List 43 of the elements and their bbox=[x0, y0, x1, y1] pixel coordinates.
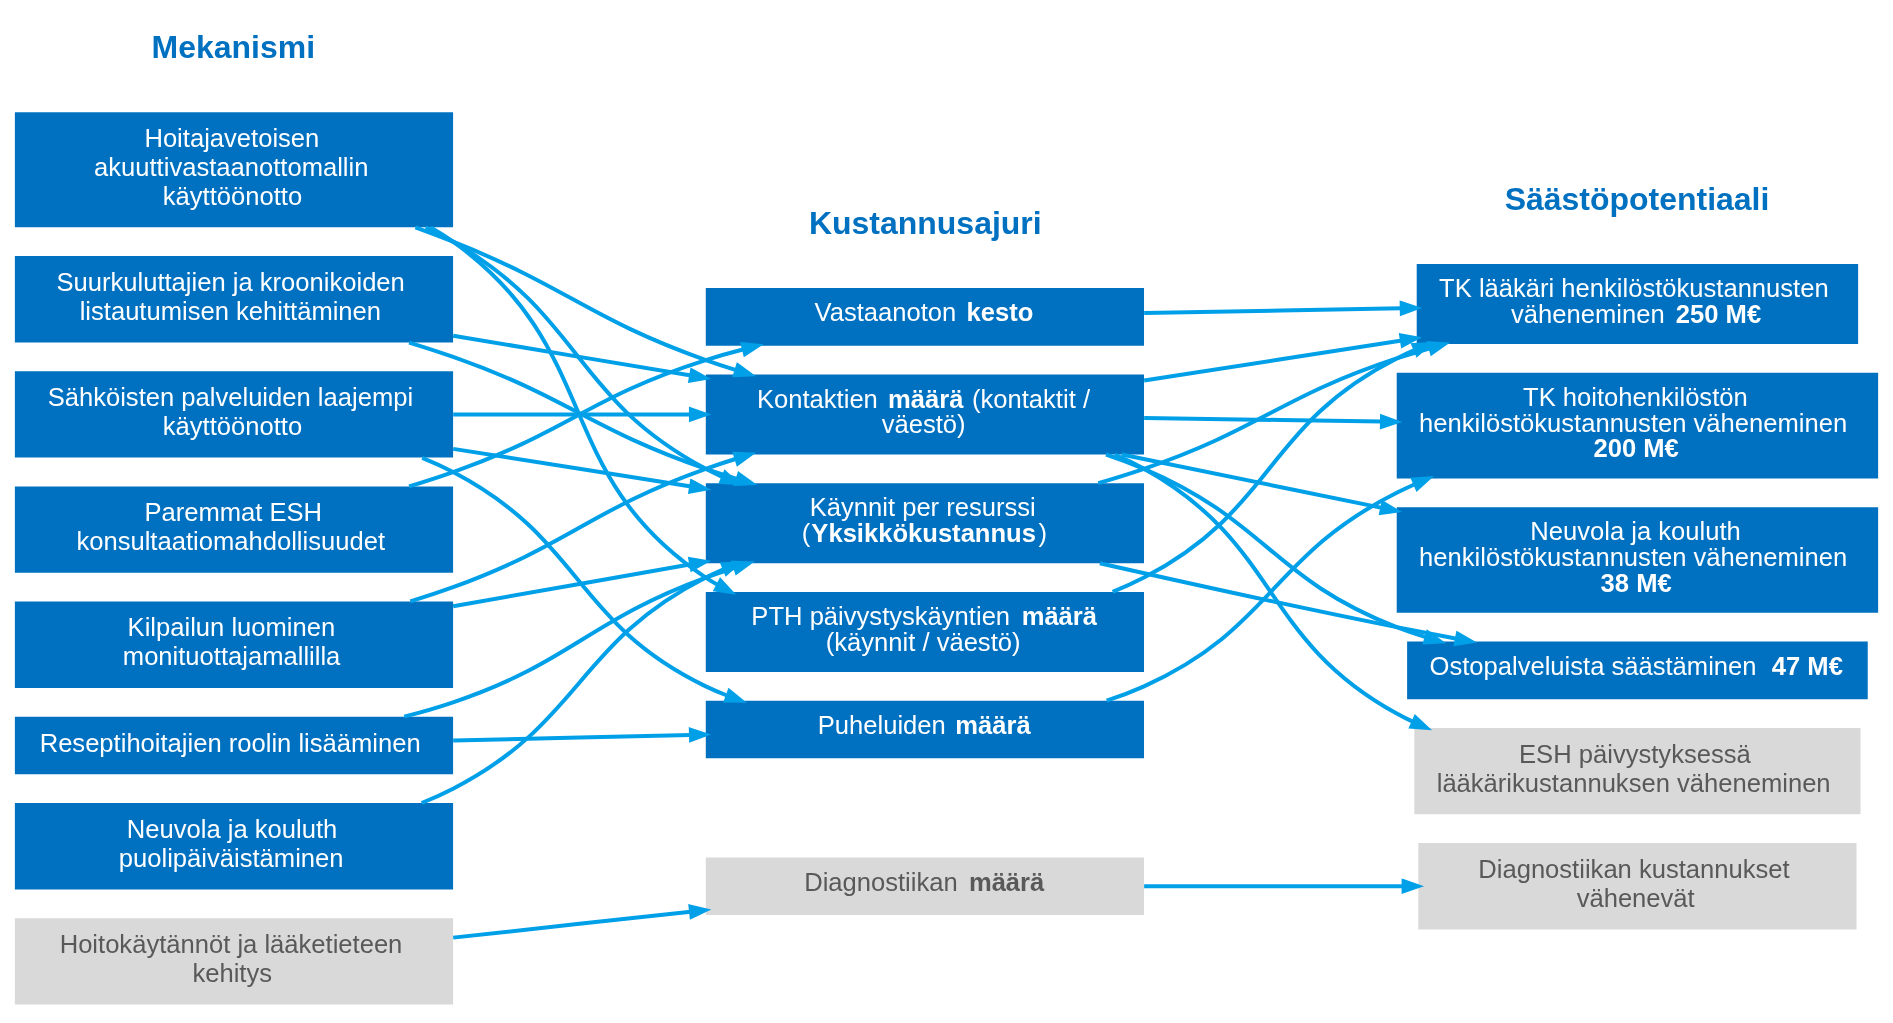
label: Säästöpotentiaali bbox=[1504, 180, 1770, 217]
arrow bbox=[429, 225, 737, 595]
node-box: Vastaanoton kesto bbox=[705, 287, 1144, 346]
node-box: PTH päivystyskäyntien määrä (käynnit / väestö) bbox=[705, 591, 1144, 672]
node-box: Ostopalveluista säästäminen 47 M€ bbox=[1407, 641, 1868, 699]
arrow bbox=[453, 406, 712, 422]
node-box: TK lääkäri henkilöstökustannusten väheneminen 250 M€ bbox=[1416, 263, 1859, 344]
node-box: Puheluiden määrä bbox=[705, 700, 1144, 758]
arrow bbox=[1143, 332, 1423, 383]
arrow bbox=[1097, 340, 1451, 485]
node-box: Hoitokäytännöt ja lääketieteen kehitys bbox=[14, 917, 454, 1005]
arrow bbox=[1144, 300, 1423, 316]
arrow bbox=[1105, 452, 1447, 644]
node-box: Diagnostiikan määrä bbox=[705, 856, 1144, 915]
arrow bbox=[1106, 475, 1435, 702]
node-box: Diagnostiikan kustannukset vähenevät bbox=[1418, 842, 1857, 929]
node-box: Sähköisten palveluiden laajempi käyttöönotto bbox=[14, 370, 454, 458]
node-box: ESH päivystyksessä lääkärikustannuksen väheneminen bbox=[1414, 727, 1861, 814]
arrow bbox=[452, 903, 712, 940]
arrow bbox=[1111, 341, 1435, 594]
arrow bbox=[1099, 560, 1477, 646]
arrow bbox=[452, 556, 712, 608]
arrow bbox=[1121, 452, 1403, 515]
arrow bbox=[421, 455, 747, 703]
node-box: Kilpailun luominen monituottajamallilla bbox=[14, 601, 454, 688]
node-box: Reseptihoitajien roolin lisääminen bbox=[14, 716, 454, 774]
arrow bbox=[453, 726, 712, 743]
node-box: Kontaktien määrä (kontaktit / väestö) bbox=[705, 373, 1144, 454]
node-box: Neuvola ja kouluth puolipäiväistäminen bbox=[14, 802, 454, 889]
node-box: TK hoitohenkilöstön henkilöstökustannusten väheneminen 200 M€ bbox=[1396, 372, 1879, 478]
arrow bbox=[452, 333, 712, 383]
node-box: Hoitajavetoisen akuuttivastaanottomallin käyttöönotto bbox=[14, 111, 454, 227]
arrow bbox=[452, 446, 712, 494]
node-box: Suurkuluttajien ja kroonikoiden listautumisen kehittäminen bbox=[14, 255, 454, 342]
label: Mekanismi bbox=[151, 28, 316, 65]
arrow bbox=[414, 225, 757, 377]
node-box: Neuvola ja kouluth henkilöstökustannusten väheneminen 38 M€ bbox=[1396, 506, 1879, 613]
arrow bbox=[1144, 413, 1403, 429]
node-box: Paremmat ESH konsultaatiomahdollisuudet bbox=[14, 485, 454, 573]
arrow bbox=[1113, 452, 1433, 730]
node-box: Käynnit per resurssi (Yksikkökustannus) bbox=[705, 482, 1144, 563]
label: Kustannusajuri bbox=[808, 204, 1042, 241]
arrow bbox=[1144, 877, 1425, 894]
